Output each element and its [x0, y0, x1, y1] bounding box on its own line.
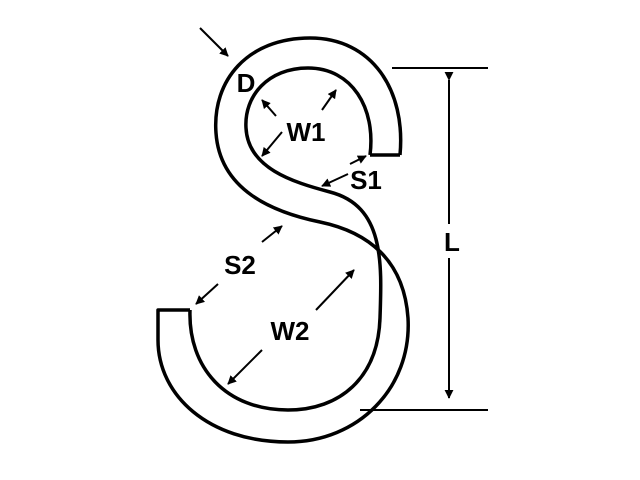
s-hook-outer-edge [156, 36, 410, 444]
s1-arrow-upper [349, 155, 367, 165]
w1-arrow-upper-left [261, 99, 277, 117]
s2-arrow-upper [261, 225, 283, 243]
length-label-bg [437, 224, 465, 258]
s-hook-outline [156, 36, 410, 444]
w1-label: W1 [287, 117, 326, 147]
length-label: L [444, 227, 460, 257]
w2-arrow-upper [315, 269, 355, 311]
s2-arrow-lower [195, 283, 219, 305]
w1-arrow-upper-right [321, 89, 337, 111]
s-hook-inner-edge [188, 66, 383, 412]
w2-label: W2 [271, 316, 310, 346]
w1-arrow-lower [261, 131, 283, 157]
s2-label: S2 [224, 250, 256, 280]
s1-label: S1 [350, 165, 382, 195]
length-dimension [360, 67, 488, 411]
diameter-arrow [199, 27, 229, 57]
s1-arrow-lower [321, 173, 349, 187]
w2-arrow-lower [227, 349, 263, 385]
diameter-label: D [237, 68, 256, 98]
